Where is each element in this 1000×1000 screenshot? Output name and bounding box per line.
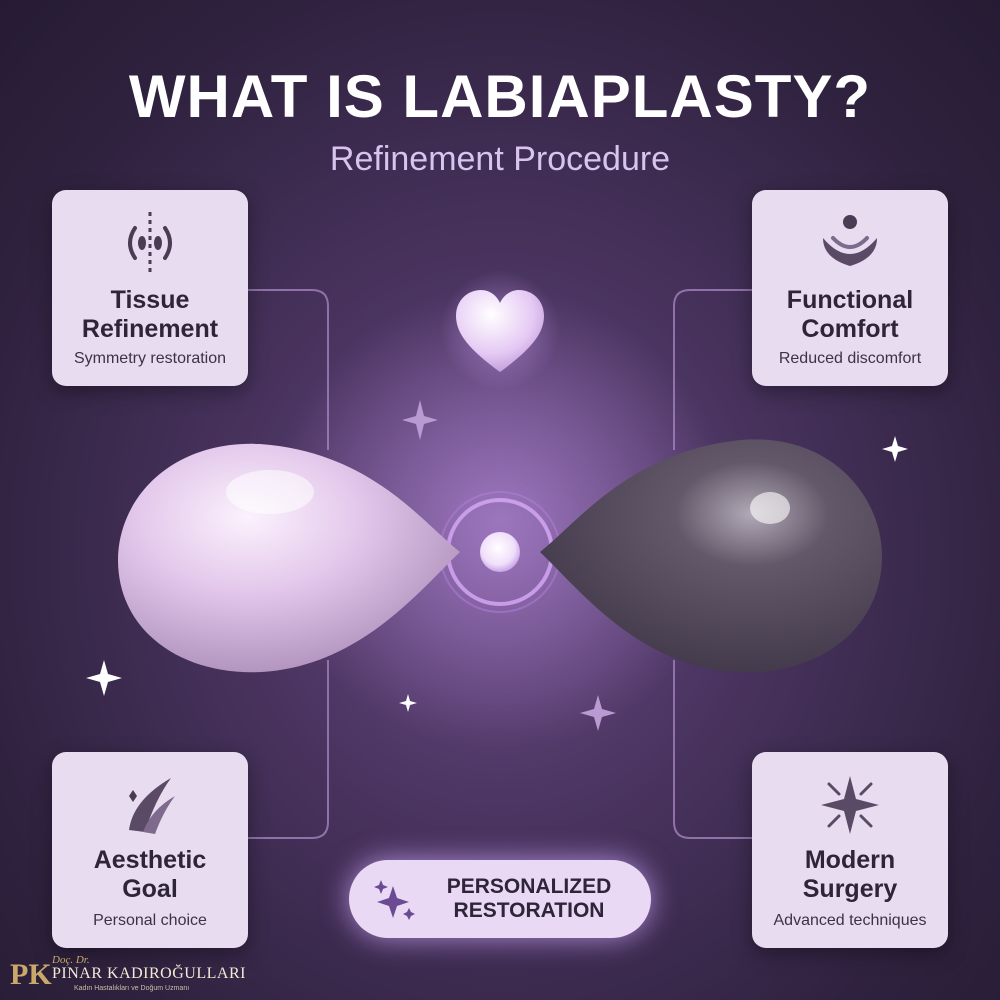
card-modern-surgery: Modern Surgery Advanced techniques (752, 752, 948, 948)
logo-name: PINAR KADIROĞULLARI (52, 965, 246, 982)
logo-monogram: PK (10, 958, 52, 991)
sparkle-star-icon (580, 695, 616, 731)
sparkle-star-icon (399, 694, 417, 712)
card-title-line1: Functional (786, 286, 914, 314)
left-teardrop-shape (118, 443, 460, 673)
logo-prefix: Doç. Dr. (52, 954, 90, 966)
page-subtitle: Refinement Procedure (329, 140, 671, 178)
doctor-logo: PK Doç. Dr. PINAR KADIROĞULLARI Kadın Ha… (6, 954, 245, 996)
sparkle-star-icon (86, 660, 122, 696)
card-subtitle: Advanced techniques (773, 912, 927, 929)
sparkle-star-icon (882, 436, 908, 462)
connector-top-left (248, 289, 329, 450)
center-glow (270, 290, 730, 750)
card-subtitle: Symmetry restoration (73, 350, 227, 367)
card-subtitle: Reduced discomfort (778, 350, 922, 367)
card-aesthetic-goal: Aesthetic Goal Personal choice (52, 752, 248, 948)
logo-tagline: Kadın Hastalıkları ve Doğum Uzmanı (74, 985, 190, 992)
center-orb (480, 532, 520, 572)
card-title-line2: Refinement (81, 315, 219, 343)
connector-bottom-right (673, 660, 752, 839)
card-title-line1: Modern (804, 846, 896, 874)
sparkle-icon (752, 770, 948, 845)
symmetry-icon (52, 208, 248, 283)
connector-top-right (673, 289, 752, 450)
right-teardrop-shape (540, 439, 882, 673)
personalized-restoration-badge: PERSONALIZED RESTORATION (349, 860, 651, 938)
connector-bottom-left (248, 660, 329, 839)
card-title-line1: Aesthetic (93, 846, 207, 874)
page-title: WHAT IS LABIAPLASTY? (128, 63, 872, 130)
comfort-icon (752, 208, 948, 283)
card-title-line2: Surgery (802, 875, 898, 903)
card-subtitle: Personal choice (93, 912, 207, 929)
sparkle-star-icon (402, 400, 438, 440)
card-title-line2: Comfort (801, 315, 899, 343)
pill-line2: RESTORATION (453, 899, 605, 922)
heart-icon (440, 270, 560, 390)
card-title-line2: Goal (122, 875, 178, 903)
pill-line1: PERSONALIZED (446, 875, 612, 898)
card-tissue-refinement: Tissue Refinement Symmetry restoration (52, 190, 248, 386)
sparkles-icon (373, 878, 417, 925)
swoosh-icon (52, 770, 248, 845)
card-title-line1: Tissue (110, 286, 190, 314)
card-functional-comfort: Functional Comfort Reduced discomfort (752, 190, 948, 386)
